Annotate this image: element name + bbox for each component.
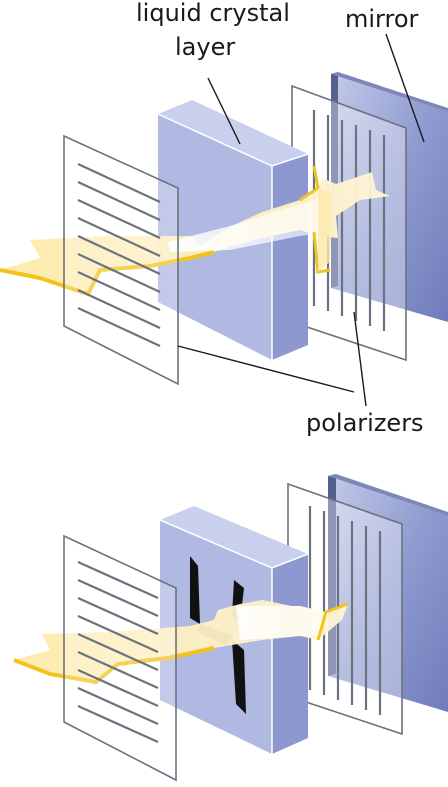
liquid-crystal-label-line2: layer [175, 33, 236, 61]
mirror-label: mirror [345, 5, 419, 33]
front-polarizer-bottom [63, 534, 177, 782]
liquid-crystal-label: liquid crystal [136, 0, 290, 27]
back-polarizer [291, 84, 407, 362]
mirror-panel [331, 72, 448, 322]
top-assembly [0, 33, 448, 407]
polarizers-label: polarizers [306, 409, 424, 437]
front-polarizer [63, 134, 179, 386]
bottom-assembly [13, 474, 448, 782]
leader-lines-top [177, 33, 425, 407]
